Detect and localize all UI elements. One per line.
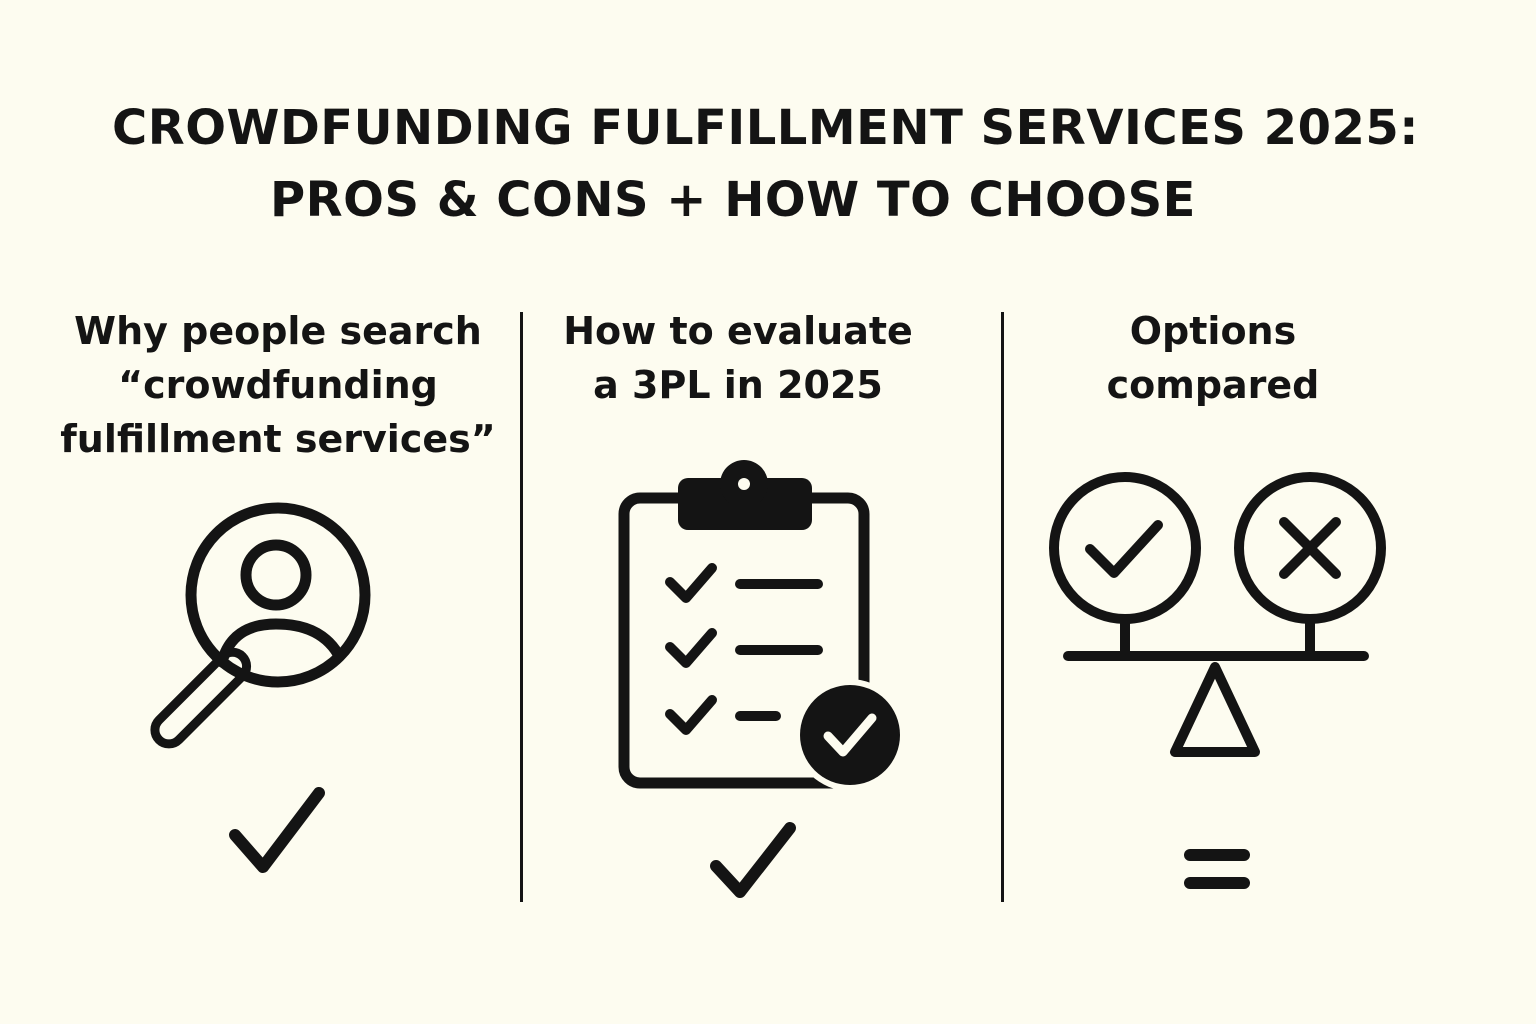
column-heading-options-compared: Options compared — [973, 304, 1453, 412]
heading-line: fulfillment services” — [60, 417, 496, 461]
clipboard-checklist-icon — [618, 460, 906, 791]
column-divider-2 — [1001, 312, 1004, 902]
heading-line: “crowdfunding — [118, 363, 438, 407]
heading-line: How to evaluate — [563, 309, 913, 353]
balance-scale-icon — [1049, 472, 1386, 757]
equals-icon — [1184, 849, 1250, 889]
checkmark-icon — [229, 787, 325, 873]
heading-line: a 3PL in 2025 — [593, 363, 883, 407]
column-divider-1 — [520, 312, 523, 902]
person-search-icon — [150, 502, 371, 749]
column-heading-evaluate-3pl: How to evaluate a 3PL in 2025 — [498, 304, 978, 412]
title-line-1: CROWDFUNDING FULFILLMENT SERVICES 2025: — [112, 100, 1419, 156]
title-line-2: PROS & CONS + HOW TO CHOOSE — [270, 172, 1196, 228]
page-title: CROWDFUNDING FULFILLMENT SERVICES 2025: … — [0, 92, 1536, 236]
heading-line: Why people search — [74, 309, 482, 353]
heading-line: compared — [1106, 363, 1320, 407]
heading-line: Options — [1129, 309, 1297, 353]
checkmark-icon — [710, 822, 796, 898]
column-heading-why-search: Why people search “crowdfunding fulfillm… — [38, 304, 518, 466]
